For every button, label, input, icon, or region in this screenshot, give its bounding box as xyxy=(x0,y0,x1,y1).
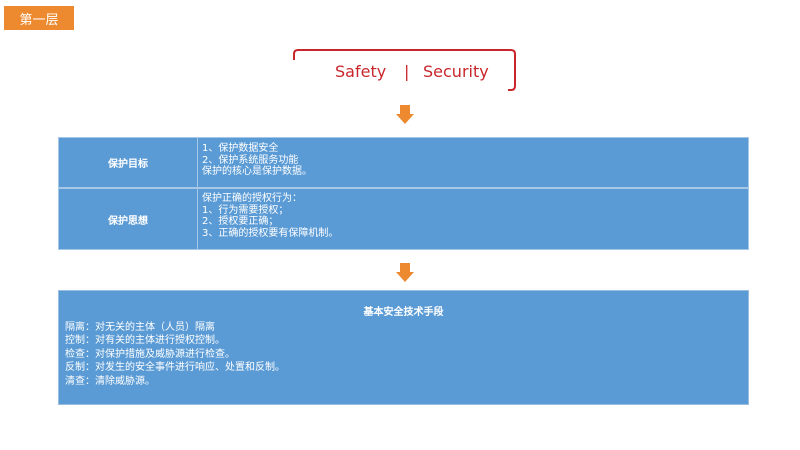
title-divider: | xyxy=(404,62,410,81)
table-row: 保护思想 保护正确的授权行为： 1、行为需要授权； 2、授权要正确； 3、正确的… xyxy=(58,188,749,250)
arrow-shape xyxy=(396,263,414,282)
content-line: 3、正确的授权要有保障机制。 xyxy=(202,227,339,239)
protection-idea-content: 保护正确的授权行为： 1、行为需要授权； 2、授权要正确； 3、正确的授权要有保… xyxy=(198,188,749,250)
content-line: 1、保护数据安全 xyxy=(202,143,279,154)
arrow-shape xyxy=(396,105,414,124)
protection-table: 保护目标 1、保护数据安全 2、保护系统服务功能 保护的核心是保护数据。 保护思… xyxy=(58,137,749,250)
table-row: 保护目标 1、保护数据安全 2、保护系统服务功能 保护的核心是保护数据。 xyxy=(58,137,749,188)
security-label: Security xyxy=(423,62,489,81)
security-measures-box: 基本安全技术手段 隔离：对无关的主体（人员）隔离 控制：对有关的主体进行授权控制… xyxy=(58,290,749,405)
layer-badge: 第一层 xyxy=(4,6,74,30)
header-bracket xyxy=(293,49,516,91)
down-arrow-icon xyxy=(396,263,414,282)
safety-label: Safety xyxy=(335,62,387,81)
list-item: 反制：对发生的安全事件进行响应、处置和反制。 xyxy=(65,362,285,373)
content-line: 1、行为需要授权； xyxy=(202,204,289,216)
layer-badge-label: 第一层 xyxy=(19,12,59,28)
content-line: 保护正确的授权行为： xyxy=(202,193,302,204)
measures-title: 基本安全技术手段 xyxy=(363,307,444,318)
list-item: 控制：对有关的主体进行授权控制。 xyxy=(65,335,225,346)
list-item: 隔离：对无关的主体（人员）隔离 xyxy=(65,321,215,333)
content-line: 保护的核心是保护数据。 xyxy=(202,166,312,177)
protection-goal-label: 保护目标 xyxy=(58,137,198,188)
protection-goal-content: 1、保护数据安全 2、保护系统服务功能 保护的核心是保护数据。 xyxy=(198,137,749,188)
content-line: 2、授权要正确； xyxy=(202,216,279,227)
bracket-line xyxy=(293,49,516,91)
down-arrow-icon xyxy=(396,105,414,124)
list-item: 检查：对保护措施及威胁源进行检查。 xyxy=(65,348,235,360)
header-title: Safety | Security xyxy=(300,62,510,86)
list-item: 清查：清除威胁源。 xyxy=(65,375,155,387)
content-line: 2、保护系统服务功能 xyxy=(202,154,299,166)
protection-idea-label: 保护思想 xyxy=(58,188,198,250)
